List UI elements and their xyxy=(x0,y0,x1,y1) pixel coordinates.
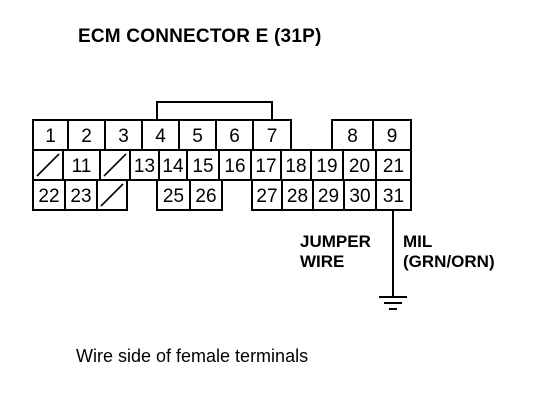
terminal-number-30: 30 xyxy=(349,186,370,207)
terminal-number-1: 1 xyxy=(45,126,56,147)
terminal-number-23: 23 xyxy=(70,186,91,207)
diagram-caption: Wire side of female terminals xyxy=(76,346,309,366)
terminal-number-14: 14 xyxy=(162,156,184,177)
jumper-label-line2: WIRE xyxy=(300,252,345,271)
terminal-number-28: 28 xyxy=(287,186,308,207)
terminal-number-27: 27 xyxy=(256,186,277,207)
mil-label-line1: MIL xyxy=(403,232,433,251)
terminal-number-31: 31 xyxy=(383,186,404,207)
terminal-number-18: 18 xyxy=(285,156,306,177)
jumper-label-line1: JUMPER xyxy=(300,232,371,251)
terminal-number-19: 19 xyxy=(316,156,337,177)
terminal-number-2: 2 xyxy=(81,126,92,147)
terminal-number-9: 9 xyxy=(387,126,398,147)
terminal-number-15: 15 xyxy=(192,156,213,177)
terminal-number-25: 25 xyxy=(163,186,184,207)
terminal-number-16: 16 xyxy=(224,156,245,177)
mil-label-line2: (GRN/ORN) xyxy=(403,252,495,271)
connector-lock-tab xyxy=(156,101,273,120)
terminal-number-7: 7 xyxy=(267,126,278,147)
diagram-title: ECM CONNECTOR E (31P) xyxy=(78,26,322,47)
unused-terminal-slash xyxy=(36,153,60,177)
terminal-number-21: 21 xyxy=(383,156,404,177)
terminal-number-13: 13 xyxy=(134,156,155,177)
terminal-number-17: 17 xyxy=(255,156,276,177)
terminal-number-29: 29 xyxy=(318,186,339,207)
terminal-number-4: 4 xyxy=(155,126,166,147)
unused-terminal-slash xyxy=(100,183,124,207)
ground-icon xyxy=(379,296,407,310)
terminal-number-5: 5 xyxy=(192,126,203,147)
terminal-number-3: 3 xyxy=(118,126,129,147)
terminal-number-6: 6 xyxy=(229,126,240,147)
terminal-number-20: 20 xyxy=(349,156,370,177)
terminal-number-26: 26 xyxy=(195,186,216,207)
terminal-number-11: 11 xyxy=(72,156,92,177)
terminal-blank xyxy=(96,179,128,211)
terminal-26 xyxy=(189,179,223,211)
terminal-number-22: 22 xyxy=(38,186,59,207)
unused-terminal-slash xyxy=(103,153,127,177)
terminal-number-8: 8 xyxy=(347,126,358,147)
